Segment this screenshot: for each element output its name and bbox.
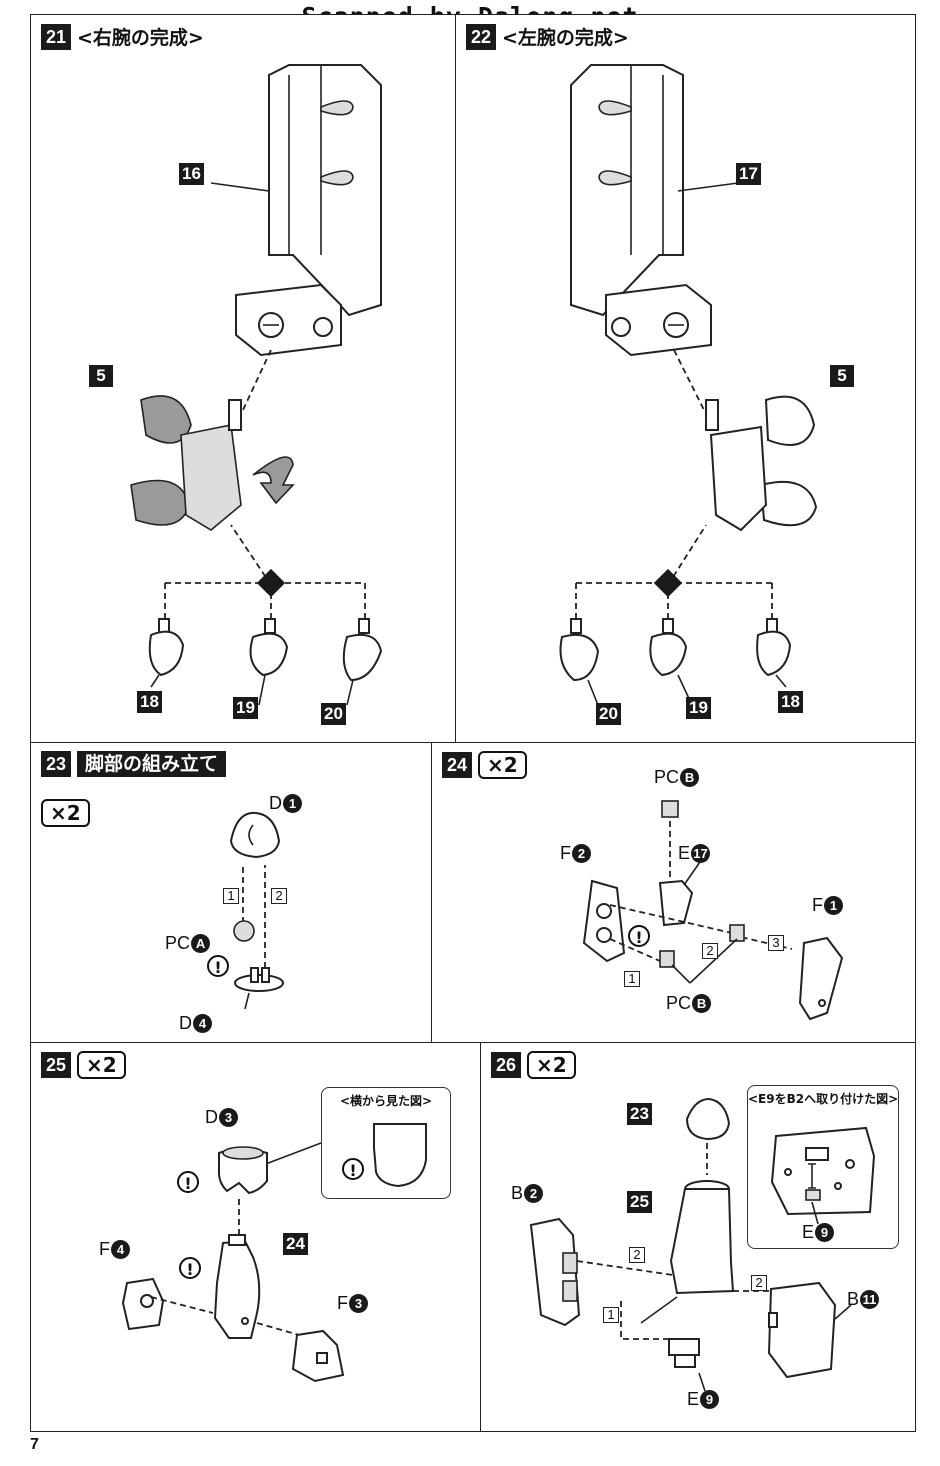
part-callout-20: 20 (321, 703, 346, 725)
order-number-1: 1 (624, 971, 640, 987)
quantity-badge: ×2 (41, 799, 90, 827)
part-callout-23: 23 (627, 1103, 652, 1125)
step-heading: 脚部の組み立て (77, 751, 227, 777)
order-number-1: 1 (223, 888, 239, 904)
step-23-title: 23 脚部の組み立て (41, 751, 227, 777)
step-24-title: 24 ×2 (442, 751, 527, 779)
step-number: 23 (41, 751, 71, 777)
warning-icon: ! (207, 955, 229, 977)
part-callout-25: 25 (627, 1191, 652, 1213)
step-22-title: 22 <左腕の完成> (466, 23, 629, 50)
part-callout-19: 19 (233, 697, 258, 719)
part-callout-17: 17 (736, 163, 761, 185)
quantity-badge: ×2 (478, 751, 527, 779)
hand-19-part (649, 618, 688, 677)
side-view-diagram (373, 1123, 427, 1188)
part-callout-18: 18 (137, 691, 162, 713)
warning-icon: ! (628, 925, 650, 947)
step-number: 21 (41, 23, 71, 50)
part-callout-18: 18 (778, 691, 803, 713)
quantity-badge: ×2 (77, 1051, 126, 1079)
part-callout-19: 19 (686, 697, 711, 719)
order-number-2: 2 (271, 888, 287, 904)
step-26-title: 26 ×2 (491, 1051, 576, 1079)
leg-final-diagram (529, 1097, 852, 1392)
hand-19-part (249, 618, 289, 677)
right-arm-diagram (130, 64, 383, 706)
order-number-1: 1 (603, 1307, 619, 1323)
junction-diamond-icon (653, 568, 683, 598)
order-number-2: 2 (629, 1247, 645, 1263)
warning-icon: ! (177, 1171, 199, 1193)
step-25-title: 25 ×2 (41, 1051, 126, 1079)
part-callout-5: 5 (89, 365, 113, 387)
step-number: 22 (466, 23, 496, 50)
quantity-badge: ×2 (527, 1051, 576, 1079)
step-heading: <左腕の完成> (502, 27, 629, 49)
inset-title: <横から見た図> (339, 1094, 433, 1108)
hand-20-part (342, 618, 383, 682)
hand-20-part (559, 618, 600, 682)
page-number: 7 (30, 1436, 39, 1453)
part-callout-16: 16 (179, 163, 204, 185)
hand-18-part (148, 618, 185, 677)
step-21-panel: 21 <右腕の完成> 16 5 18 (30, 14, 457, 744)
hand-18-part (756, 618, 792, 677)
leg-joint-diagram (582, 800, 844, 1021)
order-number-3: 3 (768, 935, 784, 951)
warning-icon: ! (342, 1158, 364, 1180)
order-number-2: 2 (751, 1275, 767, 1291)
step-21-title: 21 <右腕の完成> (41, 23, 204, 50)
leg-assembly-diagram (229, 811, 284, 1010)
warning-icon: ! (179, 1257, 201, 1279)
inset-title: <E9をB2へ取り付けた図> (748, 1092, 899, 1106)
step-number: 26 (491, 1052, 521, 1078)
step-number: 24 (442, 752, 472, 778)
step-heading: <右腕の完成> (77, 27, 204, 49)
attachment-view-diagram (770, 1126, 876, 1225)
step-number: 25 (41, 1052, 71, 1078)
part-callout-24: 24 (283, 1233, 308, 1255)
part-callout-5: 5 (830, 365, 854, 387)
order-number-2: 2 (702, 943, 718, 959)
side-view-inset: <横から見た図> ! (321, 1087, 451, 1199)
step-22-panel: 22 <左腕の完成> 17 5 20 19 18 (455, 14, 916, 744)
junction-diamond-icon (256, 568, 286, 598)
part-callout-20: 20 (596, 703, 621, 725)
left-arm-diagram (559, 64, 818, 706)
leg-lower-diagram (121, 1142, 345, 1383)
